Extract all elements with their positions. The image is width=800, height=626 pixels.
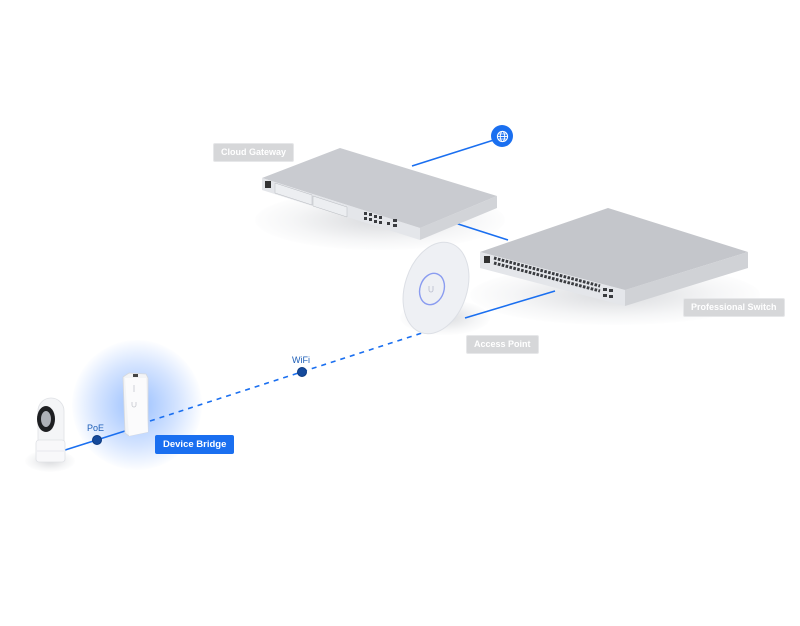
link-gateway-switch (454, 222, 509, 241)
poe-icon (92, 435, 102, 445)
professional-switch-device (480, 208, 748, 306)
internet-node (491, 125, 513, 147)
cloud-gateway-label: Cloud Gateway (213, 143, 295, 162)
link-switch-access-point (464, 290, 556, 319)
switch-ports (493, 256, 601, 293)
professional-switch-label: Professional Switch (683, 298, 785, 317)
link-gateway-internet (411, 138, 498, 167)
camera-device (35, 397, 66, 463)
wifi-icon (297, 367, 307, 377)
poe-link-label: PoE (87, 423, 105, 433)
access-point-device (402, 241, 470, 335)
access-point-label: Access Point (466, 335, 539, 354)
cloud-gateway-device (262, 148, 497, 240)
wifi-link-label: WiFi (292, 355, 310, 365)
globe-icon (496, 130, 508, 142)
link-wifi-dashed (149, 332, 423, 422)
device-bridge-device (122, 372, 149, 437)
device-bridge-label: Device Bridge (155, 435, 235, 454)
